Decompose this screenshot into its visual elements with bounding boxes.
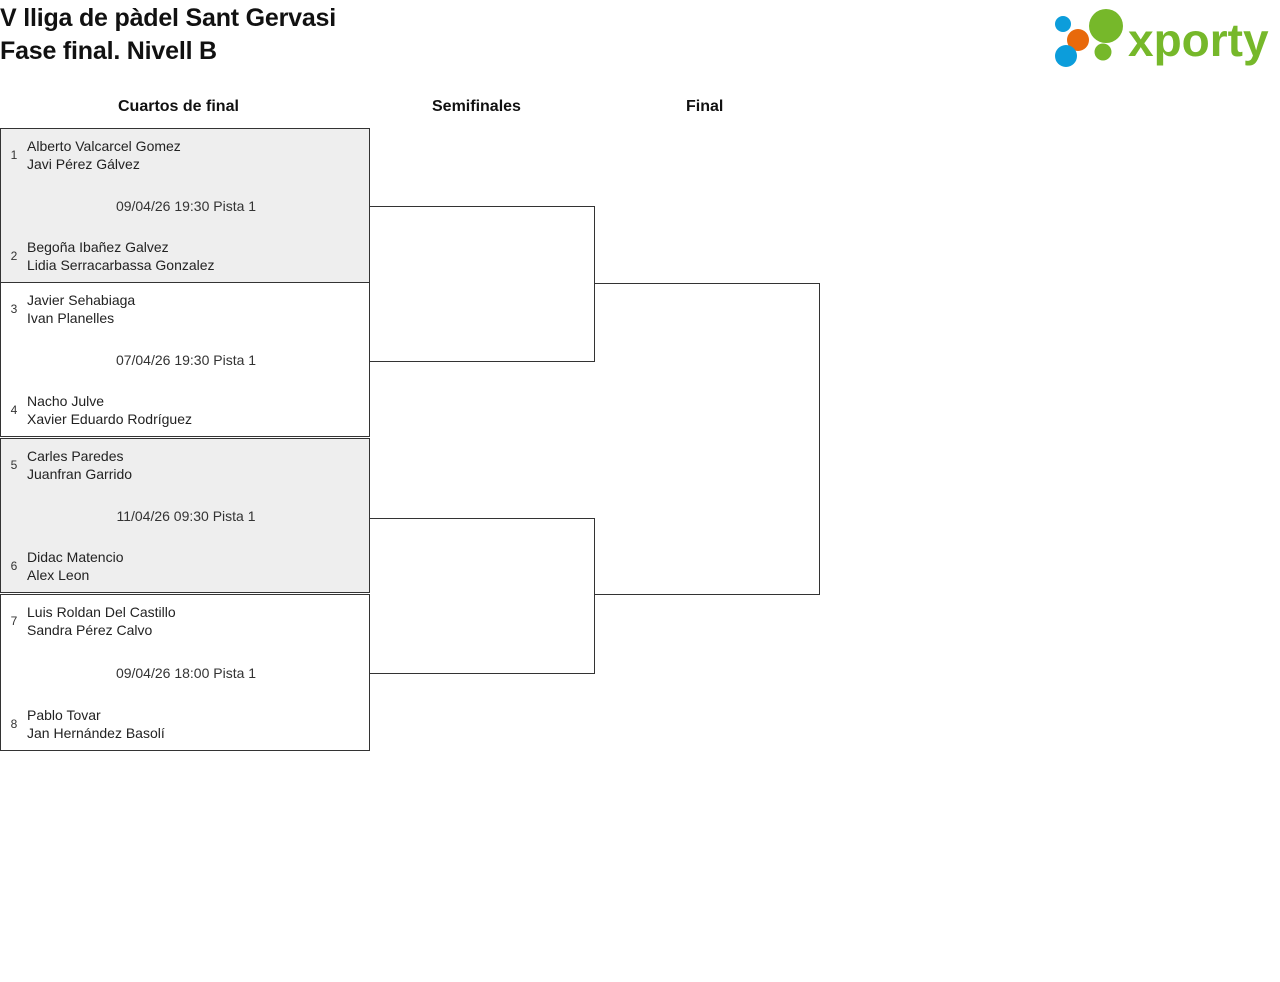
team-players: Luis Roldan Del Castillo Sandra Pérez Ca… bbox=[27, 604, 176, 638]
connector-sf2-out bbox=[594, 594, 820, 595]
logo-wordmark: xporty bbox=[1128, 14, 1269, 66]
xporty-logo[interactable]: xporty bbox=[1044, 8, 1274, 70]
match-card-qf2[interactable]: 3 Javier Sehabiaga Ivan Planelles 07/04/… bbox=[0, 282, 370, 437]
match-schedule: 07/04/26 19:30 Pista 1 bbox=[115, 351, 257, 368]
connector-qf1-top bbox=[370, 206, 595, 207]
match-team-bottom[interactable]: 2 Begoña Ibañez Galvez Lidia Serracarbas… bbox=[1, 238, 371, 274]
team-players: Didac Matencio Alex Leon bbox=[27, 549, 124, 583]
logo-dot-green-small bbox=[1094, 43, 1112, 61]
team-players: Pablo Tovar Jan Hernández Basolí bbox=[27, 707, 165, 741]
connector-sf1-out bbox=[594, 283, 820, 284]
round-heading-final: Final bbox=[686, 98, 724, 115]
connector-qf4-bottom bbox=[370, 673, 595, 674]
logo-dot-blue-small bbox=[1055, 16, 1071, 32]
seed-number: 8 bbox=[10, 717, 18, 731]
match-schedule: 09/04/26 19:30 Pista 1 bbox=[115, 197, 257, 214]
connector-qf2-bottom bbox=[370, 361, 595, 362]
team-players: Begoña Ibañez Galvez Lidia Serracarbassa… bbox=[27, 239, 215, 273]
seed-number: 7 bbox=[10, 614, 18, 628]
match-card-qf1[interactable]: 1 Alberto Valcarcel Gomez Javi Pérez Gál… bbox=[0, 128, 370, 283]
match-team-bottom[interactable]: 4 Nacho Julve Xavier Eduardo Rodríguez bbox=[1, 392, 371, 428]
team-players: Nacho Julve Xavier Eduardo Rodríguez bbox=[27, 393, 192, 427]
match-card-qf3[interactable]: 5 Carles Paredes Juanfran Garrido 11/04/… bbox=[0, 438, 370, 593]
page-title: V lliga de pàdel Sant Gervasi Fase final… bbox=[0, 4, 336, 65]
match-team-bottom[interactable]: 6 Didac Matencio Alex Leon bbox=[1, 548, 371, 584]
seed-number: 5 bbox=[10, 458, 18, 472]
team-players: Carles Paredes Juanfran Garrido bbox=[27, 448, 133, 482]
team-players: Javier Sehabiaga Ivan Planelles bbox=[27, 292, 136, 326]
match-team-top[interactable]: 1 Alberto Valcarcel Gomez Javi Pérez Gál… bbox=[1, 137, 371, 173]
logo-dot-blue-large bbox=[1055, 45, 1077, 67]
seed-number: 1 bbox=[10, 148, 18, 162]
seed-number: 4 bbox=[10, 403, 18, 417]
seed-number: 2 bbox=[10, 249, 18, 263]
round-heading-quarterfinals: Cuartos de final bbox=[118, 98, 239, 115]
round-heading-semifinals: Semifinales bbox=[432, 98, 521, 115]
match-team-bottom[interactable]: 8 Pablo Tovar Jan Hernández Basolí bbox=[1, 706, 371, 742]
match-schedule: 11/04/26 09:30 Pista 1 bbox=[116, 507, 256, 524]
match-card-qf4[interactable]: 7 Luis Roldan Del Castillo Sandra Pérez … bbox=[0, 594, 370, 751]
connector-qf3-top bbox=[370, 518, 595, 519]
match-schedule: 09/04/26 18:00 Pista 1 bbox=[115, 664, 257, 681]
connector-sf1-vertical bbox=[594, 206, 595, 362]
match-team-top[interactable]: 7 Luis Roldan Del Castillo Sandra Pérez … bbox=[1, 603, 371, 639]
connector-final-vertical bbox=[819, 283, 820, 595]
page-header: V lliga de pàdel Sant Gervasi Fase final… bbox=[0, 0, 1280, 80]
team-players: Alberto Valcarcel Gomez Javi Pérez Gálve… bbox=[27, 138, 181, 172]
seed-number: 3 bbox=[10, 302, 18, 316]
connector-sf2-vertical bbox=[594, 518, 595, 674]
logo-dot-green-large bbox=[1089, 9, 1123, 43]
seed-number: 6 bbox=[10, 559, 18, 573]
match-team-top[interactable]: 5 Carles Paredes Juanfran Garrido bbox=[1, 447, 371, 483]
logo-dot-orange bbox=[1067, 29, 1089, 51]
match-team-top[interactable]: 3 Javier Sehabiaga Ivan Planelles bbox=[1, 291, 371, 327]
